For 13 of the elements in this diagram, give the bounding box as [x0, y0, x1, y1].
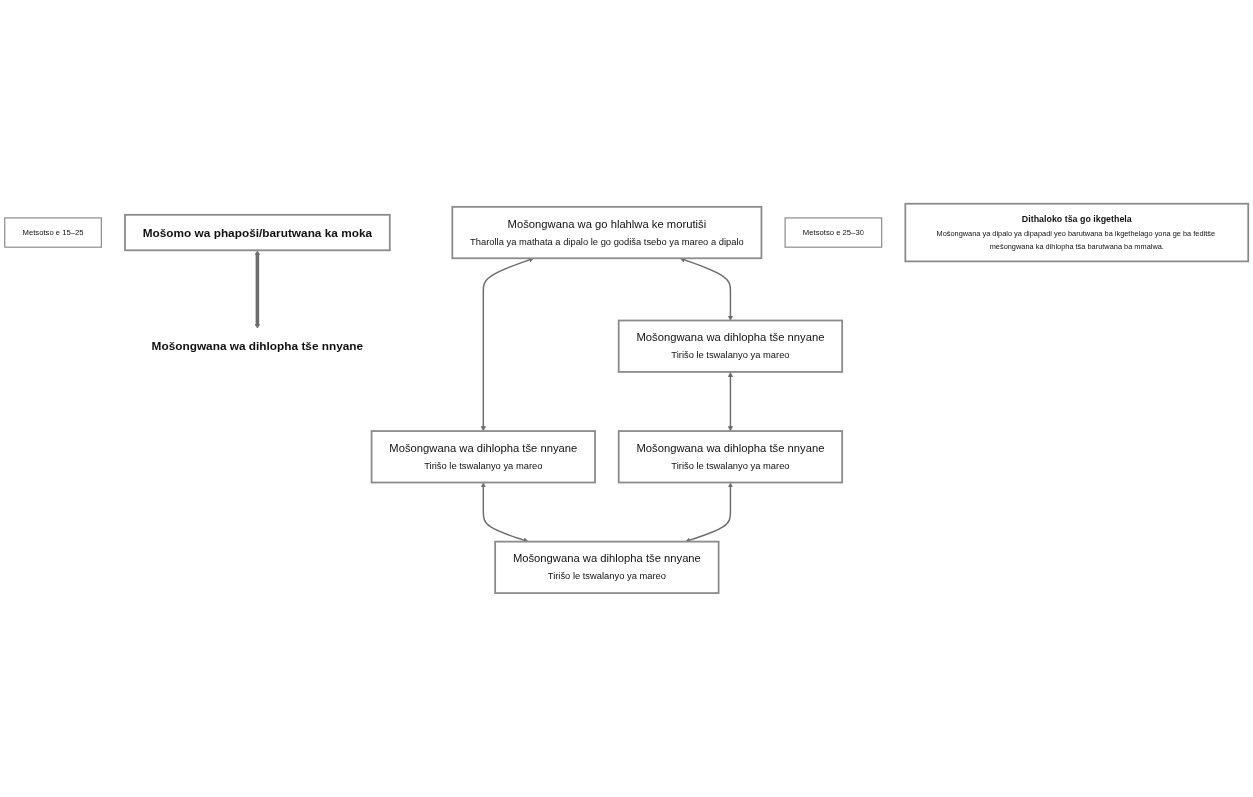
arrow — [679, 257, 734, 321]
node-box: Mošongwana wa go hlahlwa ke morutiši Tharolla ya mathata a dipalo le go godiša tsebo ya mareo a dipalo — [451, 206, 763, 260]
node-box: Mošongwana wa dihlopha tše nnyane Tirišo le tswalanyo ya mareo — [617, 430, 844, 484]
arrow — [254, 250, 260, 329]
node-box: Mošongwana wa dihlopha tše nnyane Tirišo le tswalanyo ya mareo — [617, 319, 844, 373]
node-text: Mošongwana wa dihlopha tše nnyane — [151, 339, 364, 353]
arrow — [727, 372, 734, 432]
arrow — [685, 482, 734, 543]
arrow — [480, 482, 529, 543]
node-box: Mošongwana wa dihlopha tše nnyane Tirišo le tswalanyo ya mareo — [370, 430, 596, 484]
node-box: Mošongwana wa dihlopha tše nnyane Tirišo le tswalanyo ya mareo — [494, 540, 720, 595]
arrow — [480, 257, 534, 432]
node-box: Mošomo wa phapoši/barutwana ka moka — [124, 214, 391, 252]
